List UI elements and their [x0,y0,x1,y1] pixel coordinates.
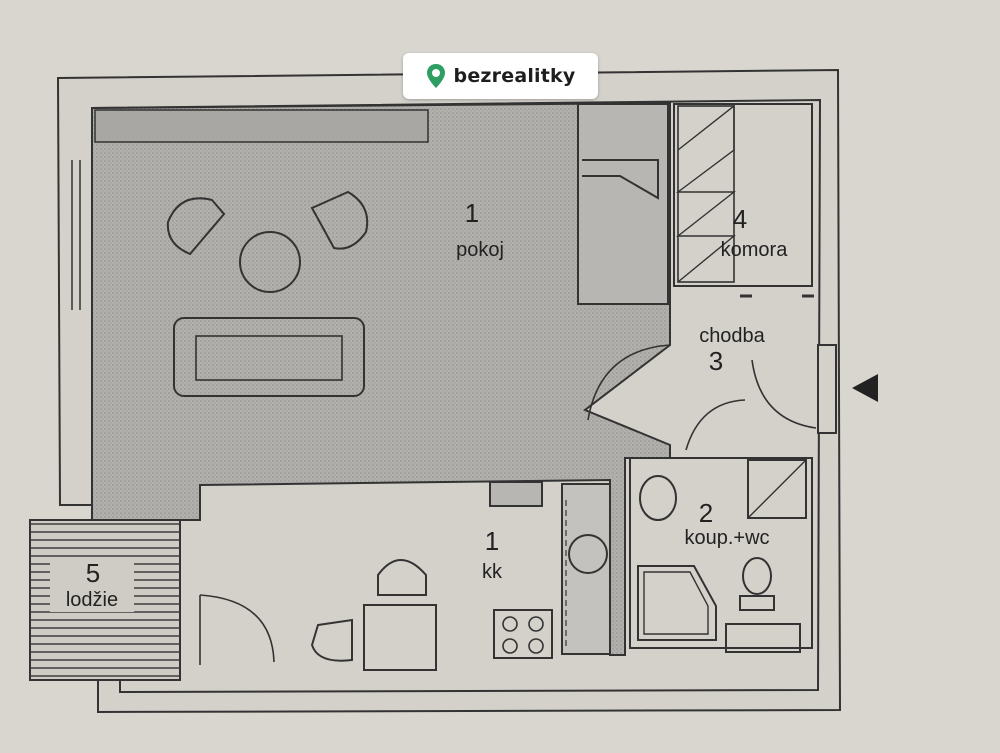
sink [568,534,608,574]
label-chodba-number: 3 [709,346,723,376]
room-koupelna [629,457,813,653]
toilet [739,557,775,611]
label-lodzie: 5 lodžie [50,558,134,612]
armchair-left [166,197,226,256]
map-pin-icon [426,64,445,88]
washbasin [639,475,677,521]
label-pokoj-name: pokoj [456,239,504,261]
shower [637,565,717,641]
kitchen-counter [489,481,611,659]
label-lodzie-name: lodžie [66,589,118,611]
window-left [71,160,81,310]
label-komora: 4 komora [721,204,789,261]
dining-set [310,559,437,671]
label-koupelna-name: koup.+wc [684,527,769,549]
label-kk: 1 kk [482,526,503,583]
label-kk-name: kk [482,561,503,583]
round-table [239,231,301,293]
hallway-doors [587,344,837,451]
room-pokoj-floor [91,101,671,656]
label-chodba-name: chodba [699,325,765,347]
label-pokoj: 1 pokoj [456,198,504,261]
sofa [173,317,365,397]
label-pokoj-number: 1 [465,198,479,228]
bed [577,103,669,305]
armchair-right [310,190,369,250]
door-loggia [199,594,275,665]
label-koupelna-number: 2 [699,498,713,528]
label-koupelna: 2 koup.+wc [684,498,769,549]
room-komora [673,103,814,298]
brand-logo: bezrealitky [403,53,598,99]
top-shelf [94,109,429,143]
brand-name: bezrealitky [453,65,576,87]
label-chodba: chodba 3 [699,325,765,376]
bath-cabinet [747,459,807,519]
label-komora-number: 4 [733,204,747,234]
label-kk-number: 1 [485,526,499,556]
stove [493,609,553,659]
label-komora-name: komora [721,239,789,261]
entrance-arrow-icon [852,374,878,402]
label-lodzie-number: 5 [86,558,100,588]
